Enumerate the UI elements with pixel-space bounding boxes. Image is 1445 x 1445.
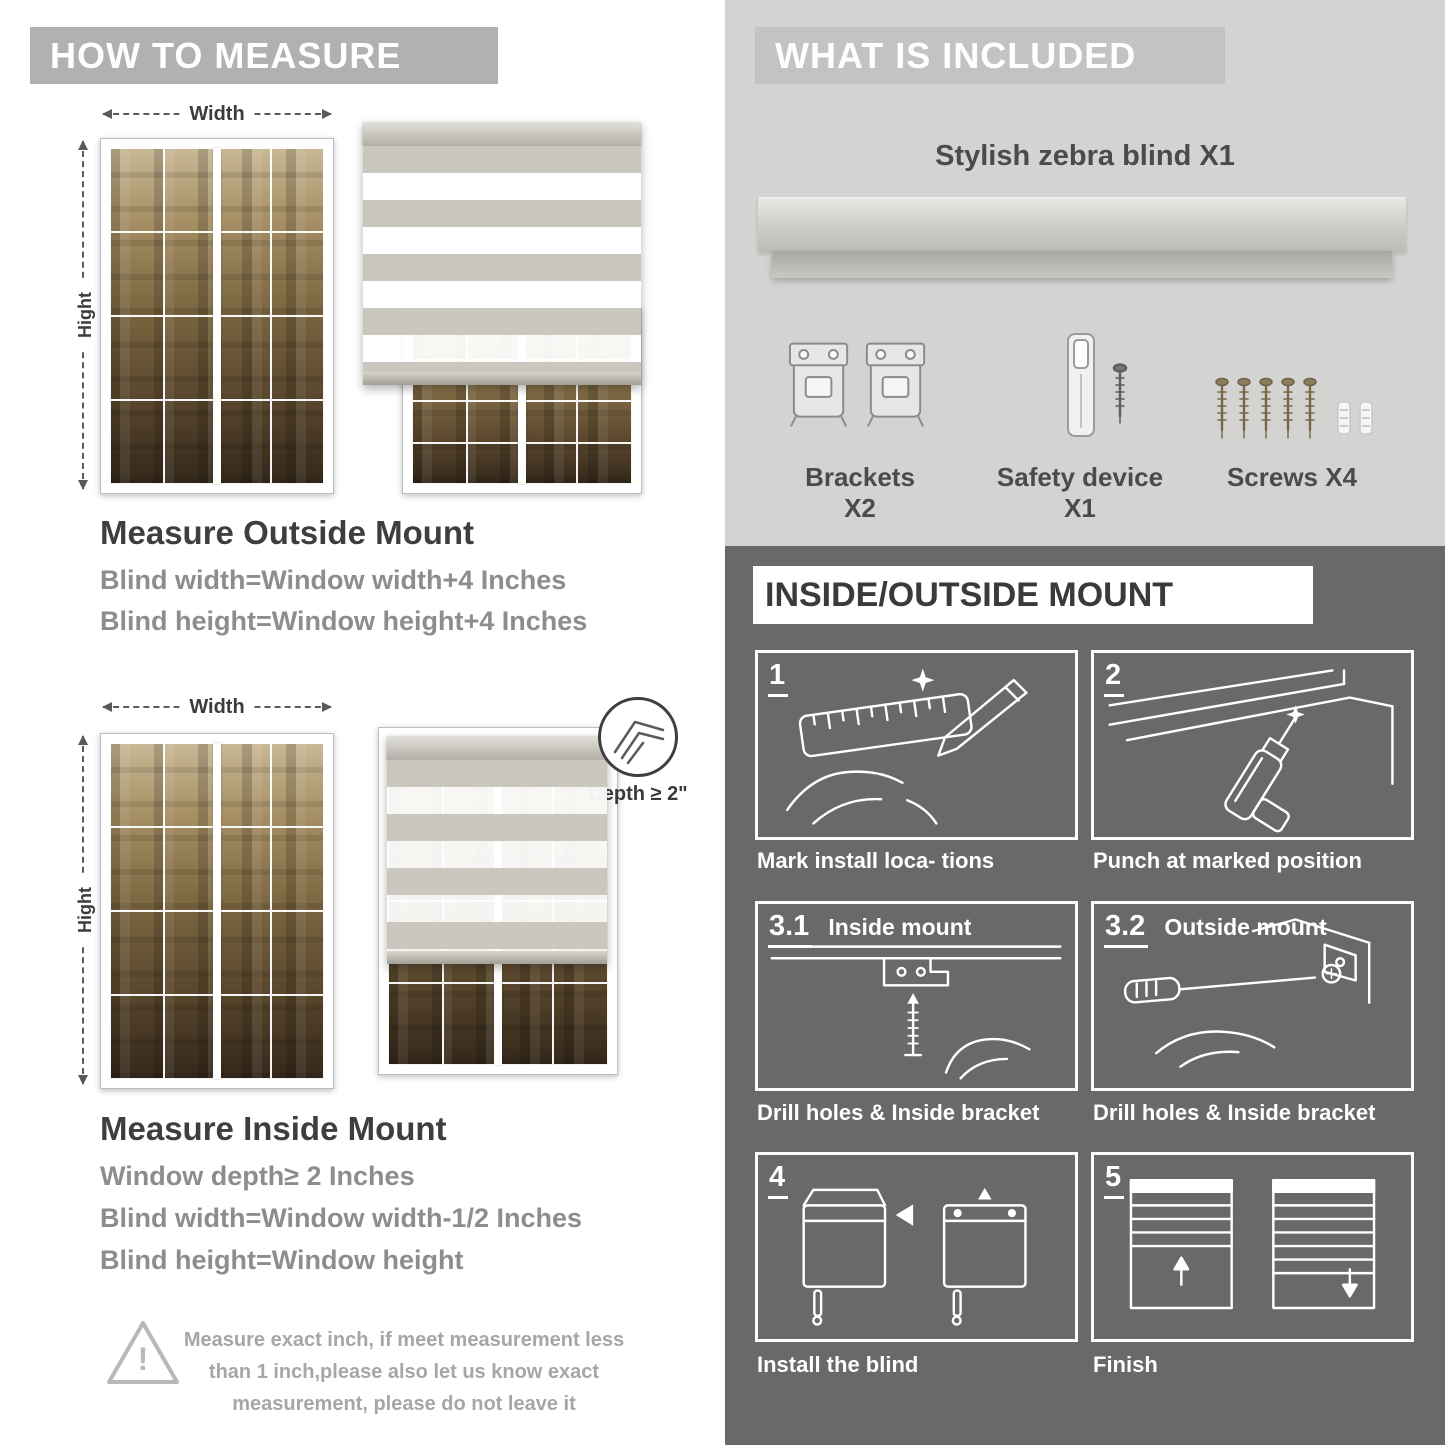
screws-icon xyxy=(1212,372,1392,464)
finish-illustration xyxy=(1129,1178,1376,1310)
step-panel-3-1: 3.1 Inside mount xyxy=(755,901,1078,1091)
width-arrow-inside: Width xyxy=(102,695,332,720)
step-number: 3.1 xyxy=(768,910,813,948)
warning-triangle-icon: ! xyxy=(103,1316,183,1390)
window-panes xyxy=(110,148,324,484)
drill-position-illustration xyxy=(1108,669,1394,833)
window-illustration-inside xyxy=(100,733,334,1089)
step-panel-1: 1 xyxy=(755,650,1078,840)
safety-device-label: Safety device X1 xyxy=(996,462,1164,523)
inside-formula-height: Blind height=Window height xyxy=(100,1245,464,1275)
height-arrow-inside: Hight xyxy=(74,735,96,1085)
height-arrow-outside: Hight xyxy=(74,140,96,490)
step-caption-4: Install the blind xyxy=(757,1352,919,1377)
step-number: 1 xyxy=(768,659,789,697)
depth-detail-circle xyxy=(598,697,678,777)
blind-bottomrail xyxy=(387,951,607,964)
step-caption-3-2: Drill holes & Inside bracket xyxy=(1093,1100,1376,1125)
outside-bracket-illustration xyxy=(1123,918,1371,1068)
step-caption-2: Punch at marked position xyxy=(1093,848,1362,873)
width-label: Width xyxy=(179,695,255,720)
warning-exclamation-glyph: ! xyxy=(138,1341,149,1377)
step-label: Inside mount xyxy=(828,914,972,940)
step-number: 3.2 xyxy=(1104,910,1149,948)
blind-headrail xyxy=(387,736,607,760)
measure-inside-title: Measure Inside Mount xyxy=(100,1110,447,1147)
brackets-label: Brackets X2 xyxy=(805,462,915,523)
outside-formula-width: Blind width=Window width+4 Inches xyxy=(100,565,567,595)
outside-formula-height: Blind height=Window height+4 Inches xyxy=(100,606,588,636)
blind-stripes xyxy=(363,146,641,372)
width-arrow-outside: Width xyxy=(102,102,332,127)
width-label: Width xyxy=(179,102,255,127)
step-label: Outside mount xyxy=(1164,914,1327,940)
step-panel-3-2: 3.2 Outside mount xyxy=(1091,901,1414,1091)
frame-corner-icon xyxy=(613,720,665,765)
step-caption-1: Mark install loca- tions xyxy=(757,848,995,873)
zebra-blind-outside-illustration xyxy=(363,122,641,385)
measure-outside-title: Measure Outside Mount xyxy=(100,514,475,551)
step-number: 2 xyxy=(1104,659,1125,697)
mark-location-illustration xyxy=(786,668,1028,825)
step-panel-2: 2 xyxy=(1091,650,1414,840)
how-to-measure-header: HOW TO MEASURE xyxy=(30,27,498,84)
step-panel-4: 4 xyxy=(755,1152,1078,1342)
height-label: Hight xyxy=(74,875,96,945)
blind-headrail-illustration xyxy=(758,197,1406,252)
inside-formula-depth: Window depth≥ 2 Inches xyxy=(100,1161,415,1191)
depth-label: Depth ≥ 2" xyxy=(588,783,688,805)
height-label: Hight xyxy=(74,280,96,350)
step-number: 4 xyxy=(768,1161,789,1199)
step-caption-5: Finish xyxy=(1093,1352,1158,1377)
step-number: 5 xyxy=(1104,1161,1125,1199)
screws-label: Screws X4 xyxy=(1226,462,1358,492)
blind-stripes xyxy=(387,760,607,951)
brackets-icon xyxy=(786,336,934,440)
product-name-label: Stylish zebra blind X1 xyxy=(935,140,1235,172)
measurement-warning-text: Measure exact inch, if meet measurement … xyxy=(183,1329,625,1415)
zebra-blind-inside-illustration xyxy=(387,736,607,964)
step-caption-3-1: Drill holes & Inside bracket xyxy=(757,1100,1040,1125)
window-mullion xyxy=(213,743,221,1079)
window-illustration-outside xyxy=(100,138,334,494)
what-is-included-header: WHAT IS INCLUDED xyxy=(755,27,1225,84)
safety-device-icon xyxy=(1046,330,1156,450)
mount-section-header: INSIDE/OUTSIDE MOUNT xyxy=(753,566,1313,624)
inside-formula-width: Blind width=Window width-1/2 Inches xyxy=(100,1203,583,1233)
install-blind-illustration xyxy=(802,1187,1027,1326)
window-mullion xyxy=(518,318,526,484)
blind-headrail-lip xyxy=(772,251,1392,278)
inside-bracket-illustration xyxy=(770,945,1062,1080)
mount-instructions-section xyxy=(725,546,1445,1445)
window-mullion xyxy=(213,148,221,484)
blind-bottomrail xyxy=(363,372,641,385)
step-panel-5: 5 xyxy=(1091,1152,1414,1342)
blind-headrail xyxy=(363,122,641,146)
